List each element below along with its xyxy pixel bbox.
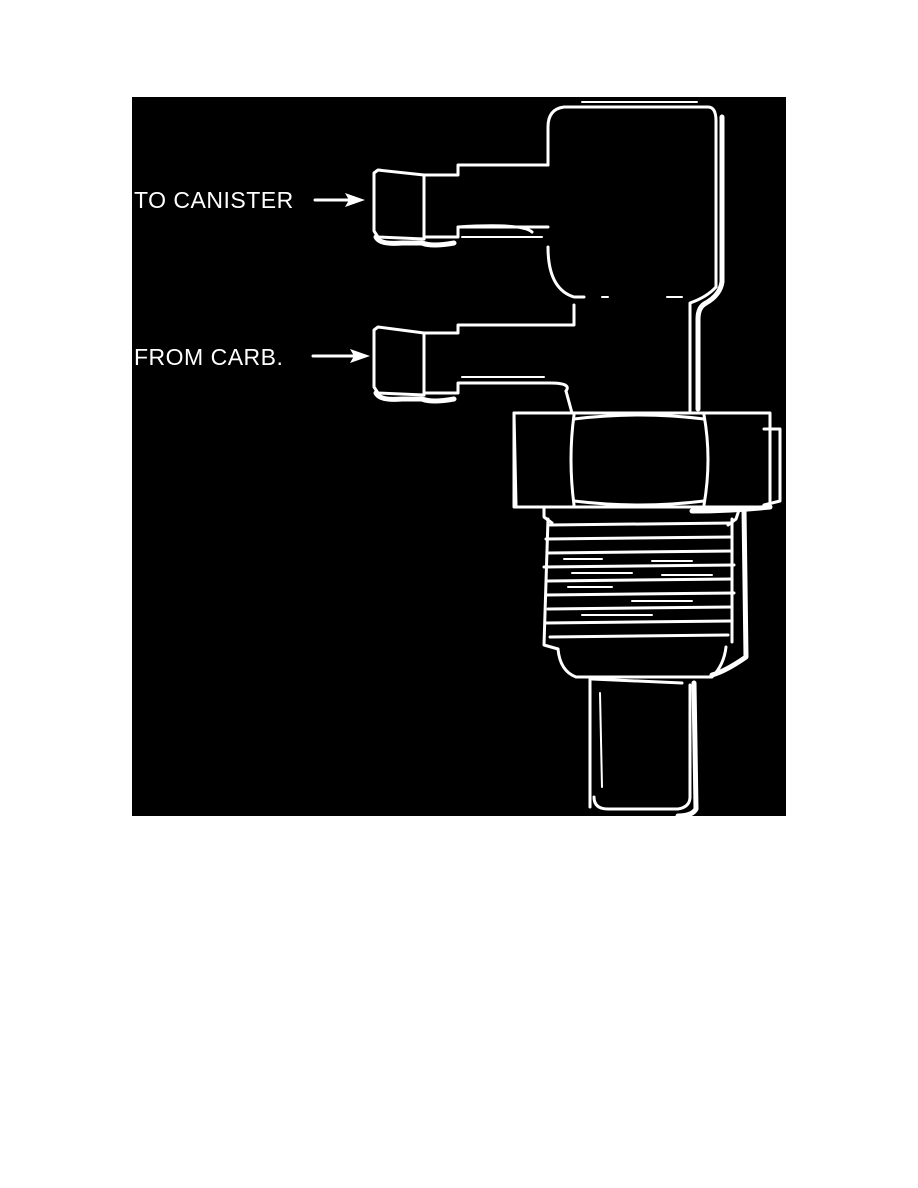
label-to-canister: TO CANISTER — [134, 187, 294, 213]
lower-spout — [588, 677, 699, 816]
label-from-carb: FROM CARB. — [134, 344, 283, 370]
valve-diagram-panel: TO CANISTER FROM CARB. — [132, 97, 786, 816]
arrow-to-canister — [313, 193, 365, 207]
upper-hose-nipple — [372, 163, 550, 248]
hex-nut — [512, 411, 782, 514]
threaded-shank — [542, 505, 749, 679]
valve-diagram: TO CANISTER FROM CARB. — [134, 101, 782, 816]
arrow-from-carb — [311, 349, 370, 363]
valve-upper-body — [546, 101, 725, 415]
lower-hose-nipple — [372, 323, 574, 415]
